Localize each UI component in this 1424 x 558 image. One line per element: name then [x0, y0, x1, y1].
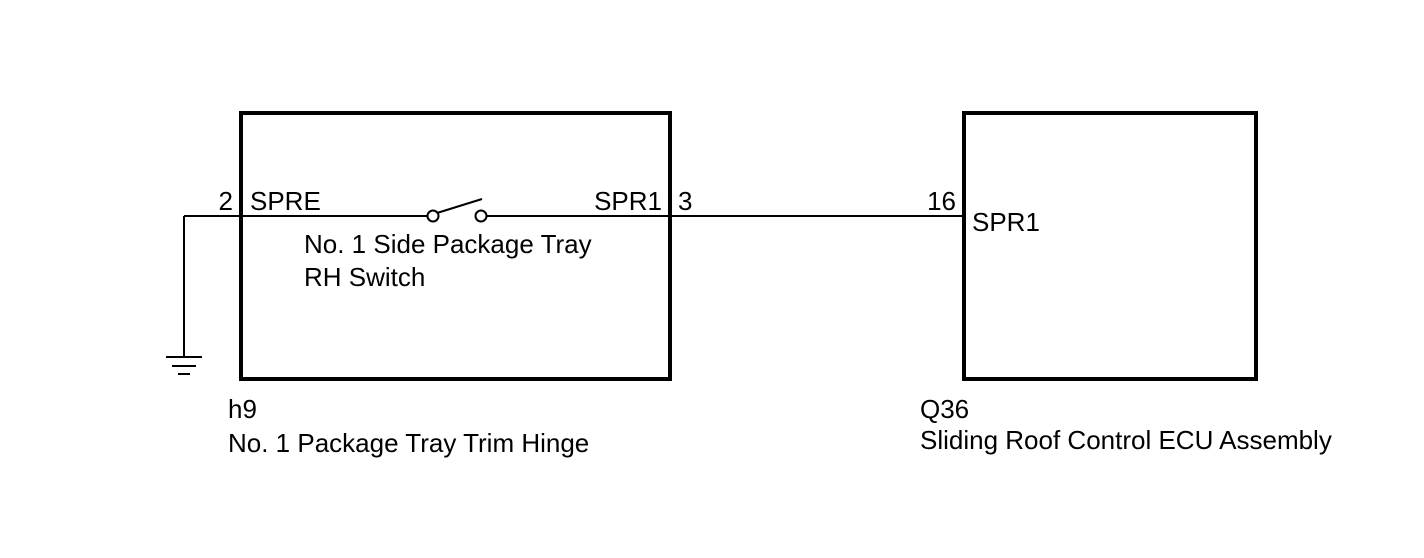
terminal-2-signal: SPRE	[250, 186, 321, 216]
switch-label-line1: No. 1 Side Package Tray	[304, 229, 592, 259]
connector-code-q36: Q36	[920, 394, 969, 424]
connector-code-h9: h9	[228, 394, 257, 424]
terminal-3-signal: SPR1	[594, 186, 662, 216]
terminal-16-signal: SPR1	[972, 207, 1040, 237]
terminal-16-number: 16	[927, 186, 956, 216]
component-box-q36	[962, 111, 1258, 381]
terminal-2-number: 2	[219, 186, 233, 216]
component-box-h9	[239, 111, 672, 381]
switch-label-line2: RH Switch	[304, 262, 425, 292]
ground-wire	[183, 215, 241, 356]
ground-icon	[166, 356, 202, 375]
connector-name-h9: No. 1 Package Tray Trim Hinge	[228, 428, 589, 458]
connector-name-q36: Sliding Roof Control ECU Assembly	[920, 425, 1332, 455]
switch-icon	[426, 198, 488, 223]
terminal-3-number: 3	[678, 186, 692, 216]
